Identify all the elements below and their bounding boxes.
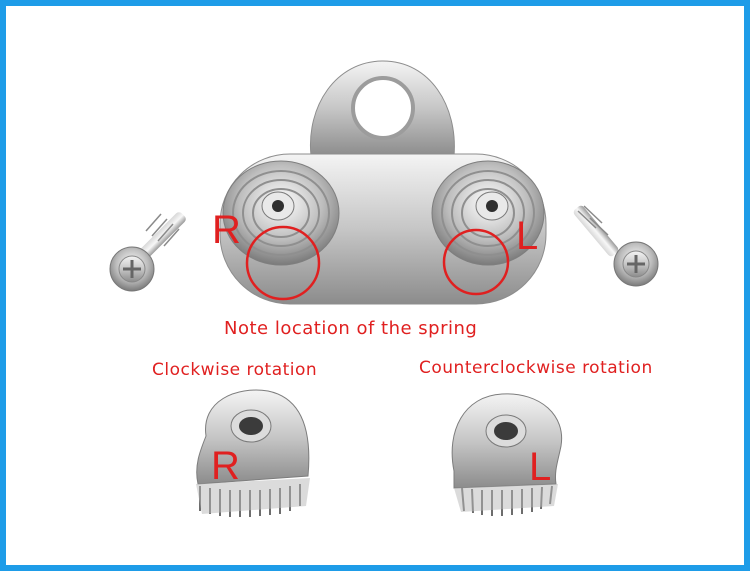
spring-highlight-right: [245, 225, 321, 301]
right-side-mark: R: [212, 208, 241, 252]
counterclockwise-caption: Counterclockwise rotation: [419, 358, 653, 378]
spring-highlight-left: [442, 228, 510, 296]
left-side-mark: L: [516, 214, 539, 258]
left-screw: [109, 212, 186, 292]
right-screw: [573, 205, 659, 287]
hardware-photo: [109, 60, 659, 517]
mounting-plate: [219, 60, 547, 305]
right-cam: [196, 389, 310, 517]
clockwise-caption: Clockwise rotation: [152, 360, 318, 380]
spring-note-caption: Note location of the spring: [224, 318, 478, 339]
left-cam: [451, 393, 563, 516]
left-cam-mark: L: [529, 445, 552, 489]
right-cam-mark: R: [211, 444, 240, 488]
